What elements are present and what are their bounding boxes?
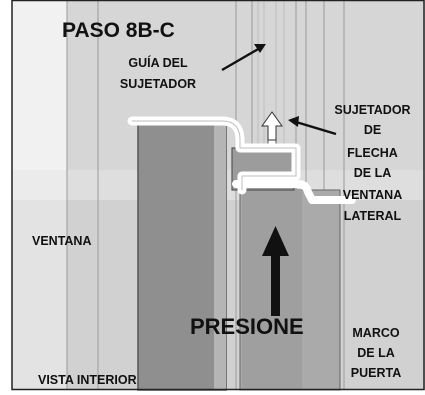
window-profile-edge [214,122,226,390]
diagram-border [11,0,425,391]
window-profile [137,121,227,391]
door-frame-label: DE LA [357,346,395,360]
side-window-fastener-label: DE [363,123,382,137]
side-window-fastener-label: DE LA [353,166,392,180]
interior-view-label: VISTA INTERIOR [38,373,137,387]
side-window-fastener-label: LATERAL [343,209,402,223]
leader-arrow-icon [288,116,337,136]
leader-arrow-icon [221,44,266,72]
fastener-arrow-mark [261,111,283,141]
seal-shadow-line [132,120,297,190]
frame-seal-outline [232,180,356,204]
fastener-guide-label: SUJETADOR [119,77,197,91]
fastener-guide-label: GUÍA DEL [128,56,188,70]
door-frame-label: PUERTA [350,366,402,380]
press-instruction: PRESIONE [190,314,304,339]
window-seal-outline [127,116,301,195]
window-label: VENTANA [32,234,92,248]
push-up-arrow-icon [262,226,289,316]
side-window-fastener-label: SUJETADOR [334,103,411,117]
door-frame-label: MARCO [352,326,400,340]
side-window-fastener-label: VENTANA [342,188,403,202]
side-window-fastener-label: FLECHA [347,146,398,160]
step-title: PASO 8B-C [62,19,175,42]
